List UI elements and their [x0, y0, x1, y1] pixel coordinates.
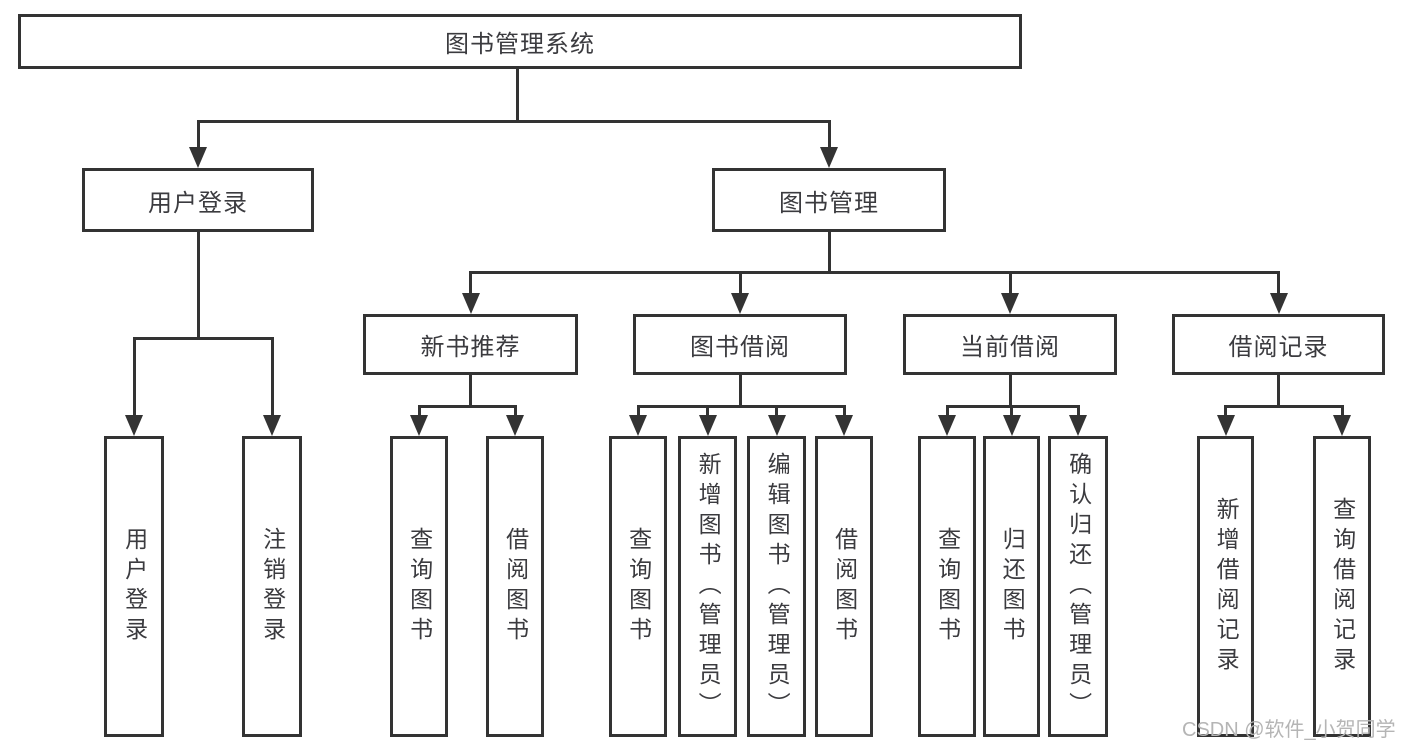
connector-line	[842, 405, 846, 417]
leaf-bb-query-books: 查询图书	[609, 436, 667, 737]
leaf-nb-query-books: 查询图书	[390, 436, 448, 737]
connector-line	[775, 405, 778, 417]
connector-line	[132, 337, 274, 340]
connector-line	[1008, 375, 1012, 407]
connector-line	[469, 375, 472, 407]
connector-line	[515, 69, 519, 122]
connector-line	[196, 120, 200, 150]
leaf-logout: 注销登录	[242, 436, 302, 737]
connector-arrow	[410, 415, 428, 436]
watermark: CSDN @软件_小贺同学	[1182, 719, 1396, 741]
node-borrowing-records: 借阅记录	[1172, 314, 1385, 375]
connector-line	[706, 405, 709, 417]
connector-line	[1010, 405, 1013, 417]
connector-arrow	[506, 415, 524, 436]
connector-line	[417, 405, 421, 417]
connector-line	[196, 120, 831, 123]
connector-line	[417, 405, 517, 408]
node-book-management: 图书管理	[712, 168, 946, 232]
leaf-bb-add-books-admin: 新增图书（管理员）	[678, 436, 737, 737]
node-borrowing-records-label: 借阅记录	[1228, 334, 1329, 361]
connector-line	[1076, 405, 1080, 417]
node-root: 图书管理系统	[18, 14, 1022, 69]
node-user-login-label: 用户登录	[148, 189, 248, 217]
connector-arrow	[263, 415, 281, 436]
connector-line	[132, 337, 136, 416]
leaf-cb-query-books: 查询图书	[918, 436, 976, 737]
connector-line	[469, 271, 1280, 274]
connector-arrow	[189, 147, 207, 168]
connector-arrow	[1269, 293, 1288, 314]
node-root-label: 图书管理系统	[445, 31, 595, 58]
connector-line	[636, 405, 640, 417]
connector-line	[513, 405, 517, 417]
leaf-user-login: 用户登录	[104, 436, 164, 737]
connector-line	[469, 271, 472, 294]
leaf-br-query-record: 查询借阅记录	[1313, 436, 1371, 737]
connector-line	[827, 232, 831, 273]
connector-line	[738, 271, 742, 294]
connector-line	[1340, 405, 1344, 417]
connector-arrow	[125, 415, 143, 436]
connector-line	[827, 120, 831, 150]
leaf-cb-confirm-return-admin: 确认归还（管理员）	[1048, 436, 1108, 737]
connector-arrow	[629, 415, 647, 436]
connector-arrow	[1216, 415, 1235, 436]
connector-line	[738, 375, 742, 407]
connector-line	[1008, 271, 1012, 294]
leaf-nb-borrow-books: 借阅图书	[486, 436, 544, 737]
connector-arrow	[1333, 415, 1351, 436]
node-new-book-recommend-label: 新书推荐	[420, 334, 521, 361]
connector-arrow	[1069, 415, 1087, 436]
connector-arrow	[1001, 293, 1019, 314]
node-book-management-label: 图书管理	[779, 189, 879, 217]
leaf-bb-borrow-books: 借阅图书	[815, 436, 873, 737]
connector-line	[196, 232, 200, 337]
node-user-login: 用户登录	[82, 168, 314, 232]
node-new-book-recommend: 新书推荐	[363, 314, 578, 375]
connector-line	[270, 337, 274, 416]
node-current-borrowing-label: 当前借阅	[960, 334, 1060, 361]
connector-arrow	[767, 415, 786, 436]
connector-line	[945, 405, 949, 417]
connector-arrow	[938, 415, 956, 436]
leaf-cb-return-books: 归还图书	[983, 436, 1040, 737]
node-book-borrowing: 图书借阅	[633, 314, 847, 375]
connector-arrow	[820, 147, 838, 168]
connector-arrow	[461, 293, 480, 314]
connector-arrow	[1002, 415, 1021, 436]
node-current-borrowing: 当前借阅	[903, 314, 1117, 375]
connector-line	[1224, 405, 1227, 417]
connector-arrow	[698, 415, 717, 436]
leaf-br-add-record: 新增借阅记录	[1197, 436, 1254, 737]
connector-line	[1277, 271, 1280, 294]
leaf-bb-edit-books-admin: 编辑图书（管理员）	[747, 436, 806, 737]
connector-arrow	[835, 415, 853, 436]
connector-arrow	[731, 293, 749, 314]
connector-line	[1277, 375, 1280, 407]
connector-line	[1224, 405, 1344, 408]
node-book-borrowing-label: 图书借阅	[690, 334, 790, 361]
connector-line	[636, 405, 846, 408]
